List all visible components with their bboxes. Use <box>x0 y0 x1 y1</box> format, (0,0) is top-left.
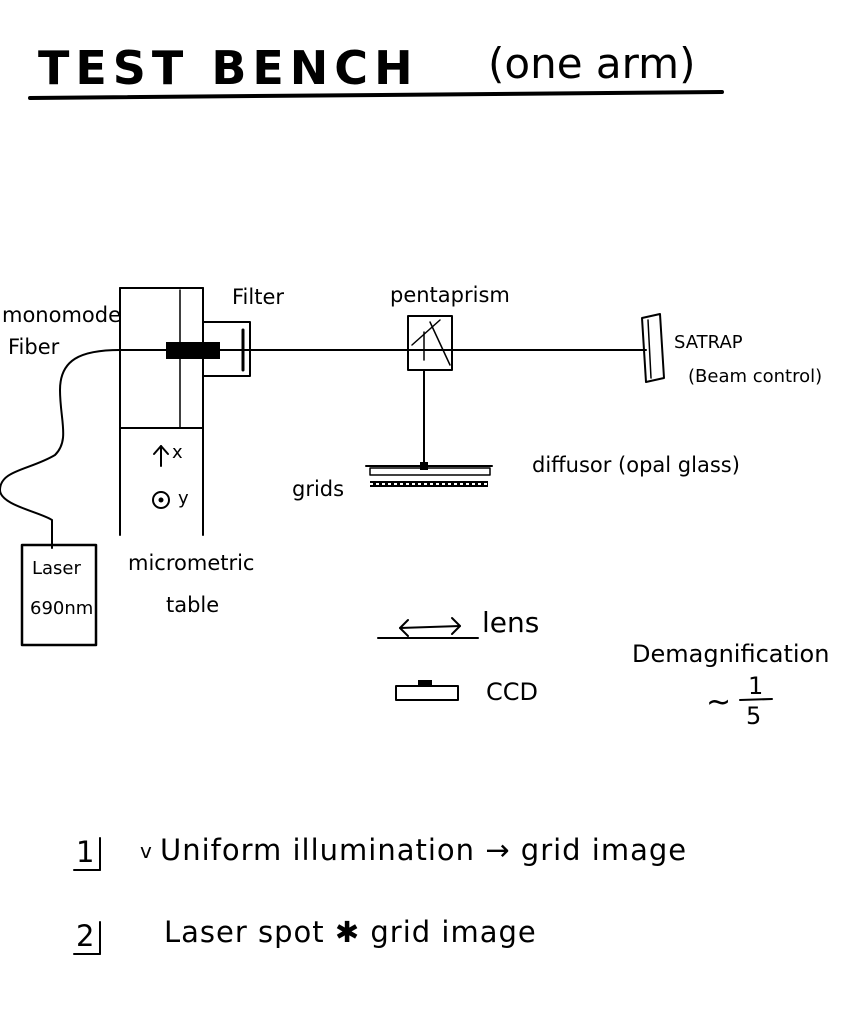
axis-y-label: y <box>178 488 189 509</box>
ratio-numerator: 1 <box>748 672 763 700</box>
diagram-title-qualifier: (one arm) <box>488 39 695 88</box>
note-2: 2 Laser spot ✱ grid image <box>73 915 537 955</box>
micrometric-label: micrometric <box>128 551 254 575</box>
beam-control-label: (Beam control) <box>688 366 822 387</box>
laser-source: Laser 690nm <box>20 543 98 647</box>
ccd-label: CCD <box>486 678 538 706</box>
satrap-label: SATRAP <box>674 332 743 353</box>
ccd-sensor <box>395 680 459 701</box>
note-1-check-mark: v <box>140 839 152 863</box>
lens <box>377 617 479 639</box>
note-1-text: Uniform illumination → grid image <box>160 833 687 867</box>
satrap-mirror <box>641 313 665 383</box>
demagnification-label: Demagnification <box>632 640 829 668</box>
note-2-number: 2 <box>76 919 95 953</box>
diffusor-label: diffusor (opal glass) <box>532 453 740 477</box>
pentaprism-label: pentaprism <box>390 283 510 307</box>
axis-x-label: x <box>172 442 183 463</box>
note-1: 1 v Uniform illumination → grid image <box>73 833 687 871</box>
ratio-denominator: 5 <box>746 702 761 730</box>
note-1-number: 1 <box>76 835 95 869</box>
diffusor-grids <box>365 462 493 487</box>
monomode-label: monomode <box>2 303 121 327</box>
note-2-text: Laser spot ✱ grid image <box>164 915 537 949</box>
laser-wavelength-label: 690nm <box>30 598 93 619</box>
title-underline <box>28 90 724 100</box>
micrometric-table <box>119 287 204 536</box>
table-label: table <box>166 593 219 617</box>
fiber-label: Fiber <box>8 335 60 359</box>
grids-label: grids <box>292 477 344 501</box>
laser-label: Laser <box>32 558 82 579</box>
ratio-tilde: ~ <box>706 685 731 720</box>
filter-label: Filter <box>232 285 284 309</box>
monomode-fiber <box>0 349 121 549</box>
diagram-title: TEST BENCH <box>38 41 419 95</box>
ratio-bar <box>739 698 773 701</box>
pentaprism <box>407 315 453 371</box>
lens-label: lens <box>482 606 539 639</box>
xy-axes-symbol <box>152 445 170 509</box>
